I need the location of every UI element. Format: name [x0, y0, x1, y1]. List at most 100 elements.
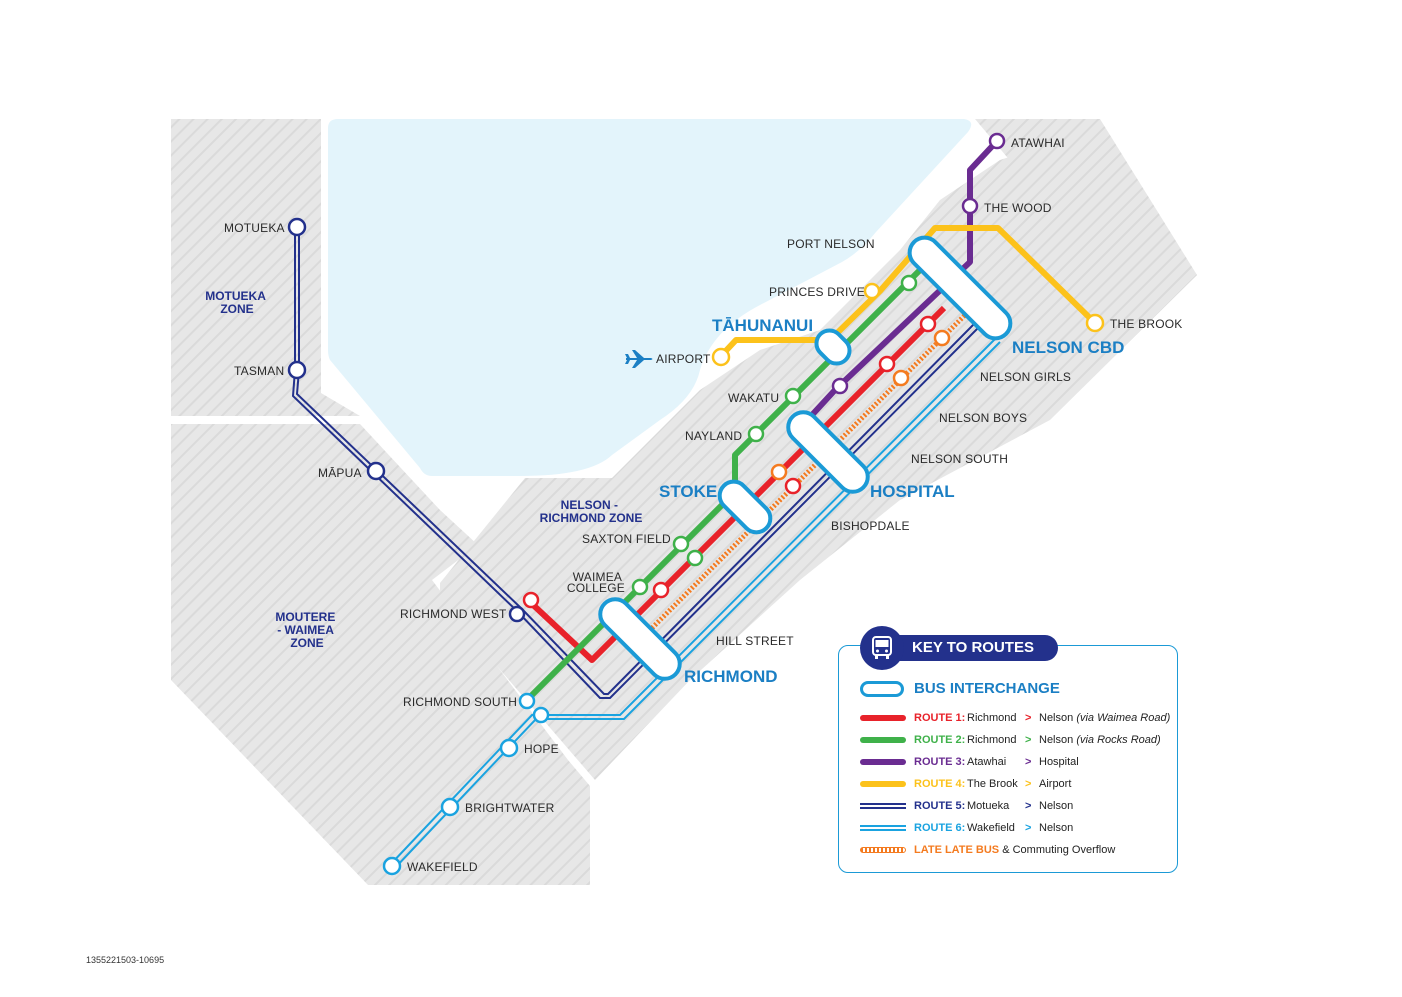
route-2-via: (via Rocks Road)	[1076, 734, 1161, 746]
tasman-label: TASMAN	[234, 364, 284, 378]
stop-princes-drive[interactable]	[863, 282, 881, 300]
stop-port-nelson[interactable]	[900, 274, 918, 292]
nelson-girls-label: NELSON GIRLS	[980, 370, 1071, 384]
stop-brightwater[interactable]	[440, 797, 460, 817]
late-bus-swatch	[860, 847, 906, 853]
moutere-zone-area	[171, 424, 590, 885]
route-6-from: Wakefield	[967, 822, 1015, 834]
atawhai-label: ATAWHAI	[1011, 136, 1065, 150]
nelson-south-label: NELSON SOUTH	[911, 452, 1008, 466]
interchange-swatch	[860, 680, 904, 697]
route-6-swatch	[860, 825, 906, 831]
route-1-arrow: >	[1025, 712, 1032, 724]
brightwater-label: BRIGHTWATER	[465, 801, 555, 815]
stop-richmond-west-b[interactable]	[508, 605, 526, 623]
route-4-from: The Brook	[967, 778, 1018, 790]
interchange-label: BUS INTERCHANGE	[914, 680, 1060, 697]
legend-route-6: ROUTE 6: Wakefield > Nelson	[860, 820, 1073, 836]
airport-label: AIRPORT	[656, 352, 711, 366]
stop-saxton-field-b[interactable]	[686, 549, 704, 567]
route-1-line	[527, 305, 947, 663]
stop-tasman[interactable]	[287, 360, 307, 380]
moutere-zone-label: MOUTERE - WAIMEA ZONE	[275, 610, 338, 650]
nelson-boys-label: NELSON BOYS	[939, 411, 1027, 425]
hope-label: HOPE	[524, 742, 559, 756]
the-brook-label: THE BROOK	[1110, 317, 1182, 331]
hospital-interchange[interactable]	[782, 406, 874, 498]
hill-street-label: HILL STREET	[716, 634, 794, 648]
legend-late-bus: LATE LATE BUS & Commuting Overflow	[860, 842, 1115, 858]
stop-the-brook[interactable]	[1085, 313, 1105, 333]
stoke-interchange[interactable]	[714, 476, 776, 538]
document-id: 1355221503-10695	[86, 955, 165, 965]
nelson-richmond-zone-label: NELSON - RICHMOND ZONE	[540, 498, 643, 525]
port-nelson-label: PORT NELSON	[787, 237, 875, 251]
stop-waimea-college-red[interactable]	[652, 581, 670, 599]
stop-richmond-west-a[interactable]	[522, 591, 540, 609]
stop-hospital-purple[interactable]	[831, 377, 849, 395]
late-late-bus-line	[650, 313, 967, 630]
waimea-college-label: WAIMEA COLLEGE	[567, 570, 625, 595]
route-4-arrow: >	[1025, 778, 1032, 790]
bus-icon	[860, 626, 904, 670]
route-2-from: Richmond	[967, 734, 1017, 746]
stop-atawhai[interactable]	[988, 132, 1006, 150]
route-3-from: Atawhai	[967, 756, 1007, 768]
legend-route-4: ROUTE 4: The Brook > Airport	[860, 776, 1071, 792]
saxton-field-label: SAXTON FIELD	[582, 532, 671, 546]
interchanges	[594, 231, 1016, 685]
route-2-arrow: >	[1025, 734, 1032, 746]
route-5-swatch	[860, 803, 906, 809]
motueka-zone-area	[171, 119, 360, 416]
stop-mapua[interactable]	[366, 461, 386, 481]
stop-richmond-south-b[interactable]	[532, 706, 550, 724]
nayland-label: NAYLAND	[685, 429, 742, 443]
route-4-swatch	[860, 781, 906, 787]
stop-wakatu[interactable]	[784, 387, 802, 405]
stop-motueka[interactable]	[287, 217, 307, 237]
stop-richmond-south-a[interactable]	[518, 692, 536, 710]
stop-nayland[interactable]	[747, 425, 765, 443]
legend-route-1: ROUTE 1: Richmond > Nelson (via Waimea R…	[860, 710, 1170, 726]
stop-nelson-girls-b[interactable]	[933, 329, 951, 347]
stop-wakefield[interactable]	[382, 856, 402, 876]
stop-nelson-boys-a[interactable]	[878, 355, 896, 373]
stop-saxton-field-a[interactable]	[672, 535, 690, 553]
route-4-to: Airport	[1039, 778, 1072, 790]
nelson-cbd-interchange[interactable]	[903, 231, 1016, 344]
route-1-via: (via Waimea Road)	[1076, 712, 1171, 724]
route-1-from: Richmond	[967, 712, 1017, 724]
motueka-zone-label: MOTUEKA ZONE	[205, 289, 269, 316]
route-6-name: ROUTE 6:	[914, 822, 966, 834]
stop-the-wood[interactable]	[961, 197, 979, 215]
stop-waimea-college-green[interactable]	[631, 578, 649, 596]
stop-hope[interactable]	[499, 738, 519, 758]
tahunanui-interchange[interactable]	[811, 325, 855, 369]
richmond-label: RICHMOND	[684, 667, 778, 686]
north-land-area	[975, 119, 1197, 320]
stop-nelson-girls-a[interactable]	[919, 315, 937, 333]
mapua-label: MĀPUA	[318, 466, 362, 480]
wakefield-label: WAKEFIELD	[407, 860, 478, 874]
nelson-cbd-label: NELSON CBD	[1012, 338, 1124, 357]
tasman-bay-water	[328, 119, 972, 476]
route-3-arrow: >	[1025, 756, 1032, 768]
route-3-name: ROUTE 3:	[914, 756, 966, 768]
legend-route-2: ROUTE 2: Richmond > Nelson (via Rocks Ro…	[860, 732, 1161, 748]
wakatu-label: WAKATU	[728, 391, 779, 405]
stop-nelson-boys-b[interactable]	[892, 369, 910, 387]
route-6-arrow: >	[1025, 822, 1032, 834]
route-4-name: ROUTE 4:	[914, 778, 966, 790]
route-3-line	[797, 138, 1000, 431]
route-1-name: ROUTE 1:	[914, 712, 966, 724]
stop-bishopdale-b[interactable]	[784, 477, 802, 495]
legend-route-3: ROUTE 3: Atawhai > Hospital	[860, 754, 1079, 770]
stop-bishopdale-a[interactable]	[770, 463, 788, 481]
route-1-to: Nelson	[1039, 712, 1074, 724]
route-2-swatch	[860, 737, 906, 743]
stops	[287, 132, 1105, 876]
richmond-interchange[interactable]	[594, 593, 686, 685]
route-3-swatch	[860, 759, 906, 765]
stoke-label: STOKE	[659, 482, 717, 501]
stop-airport[interactable]	[711, 347, 731, 367]
